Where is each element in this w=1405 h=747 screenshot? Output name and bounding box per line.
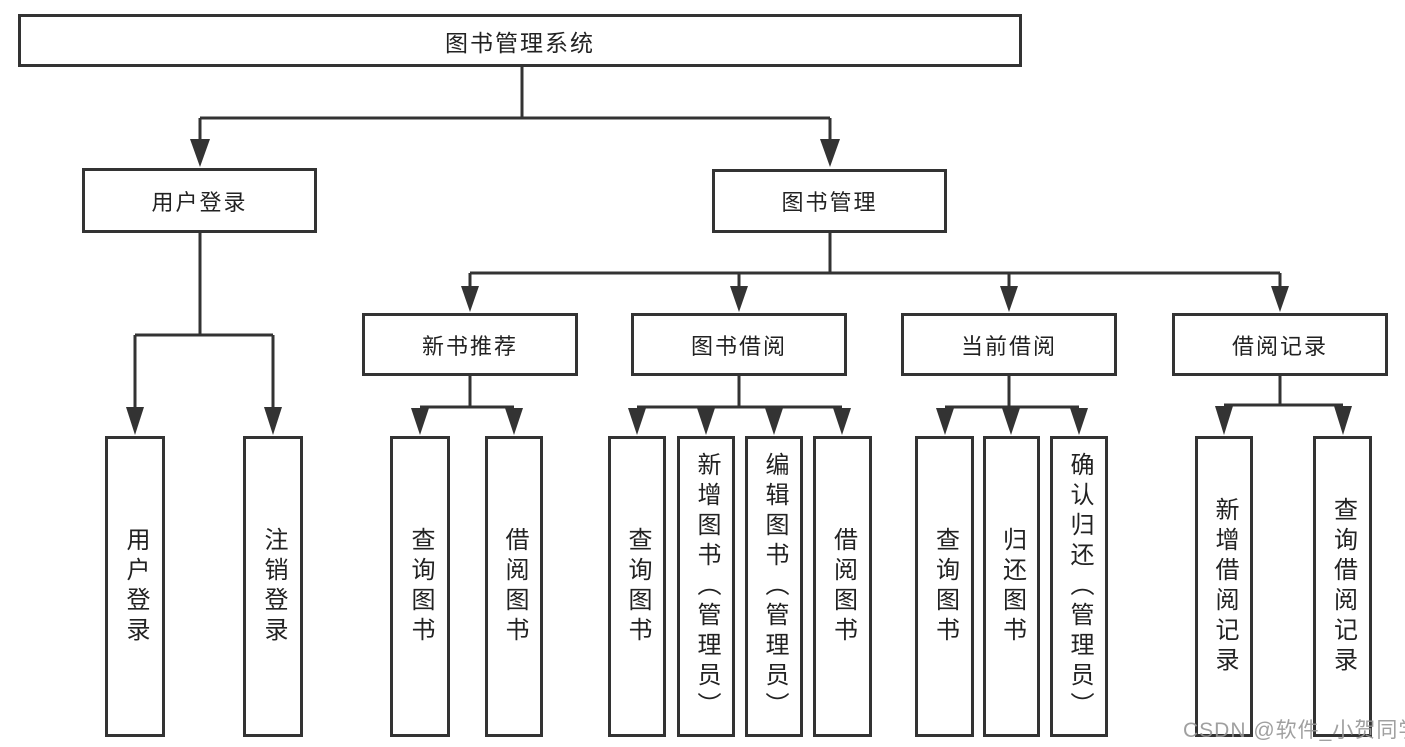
leaf-query-books-recommend: 查询图书 <box>390 436 450 737</box>
leaf-user-login: 用户登录 <box>105 436 165 737</box>
leaf-add-books-admin: 新增图书（管理员） <box>677 436 735 737</box>
node-book-borrowing: 图书借阅 <box>631 313 847 376</box>
node-borrowing-records: 借阅记录 <box>1172 313 1388 376</box>
node-book-management: 图书管理 <box>712 169 947 233</box>
node-current-borrowing: 当前借阅 <box>901 313 1117 376</box>
csdn-watermark: CSDN @软件_小贺同学 <box>1183 719 1405 742</box>
leaf-query-borrow-record: 查询借阅记录 <box>1313 436 1372 737</box>
leaf-query-books-borrowing: 查询图书 <box>608 436 666 737</box>
leaf-query-books-current: 查询图书 <box>915 436 974 737</box>
node-new-book-recommendation: 新书推荐 <box>362 313 578 376</box>
leaf-edit-books-admin: 编辑图书（管理员） <box>745 436 803 737</box>
leaf-borrow-books: 借阅图书 <box>813 436 872 737</box>
leaf-borrow-books-recommend: 借阅图书 <box>485 436 543 737</box>
leaf-logout: 注销登录 <box>243 436 303 737</box>
leaf-add-borrow-record: 新增借阅记录 <box>1195 436 1253 737</box>
arrowheads <box>126 139 1352 435</box>
node-library-management-system: 图书管理系统 <box>18 14 1022 67</box>
leaf-confirm-return-admin: 确认归还（管理员） <box>1050 436 1108 737</box>
leaf-return-books: 归还图书 <box>983 436 1040 737</box>
node-user-login: 用户登录 <box>82 168 317 233</box>
